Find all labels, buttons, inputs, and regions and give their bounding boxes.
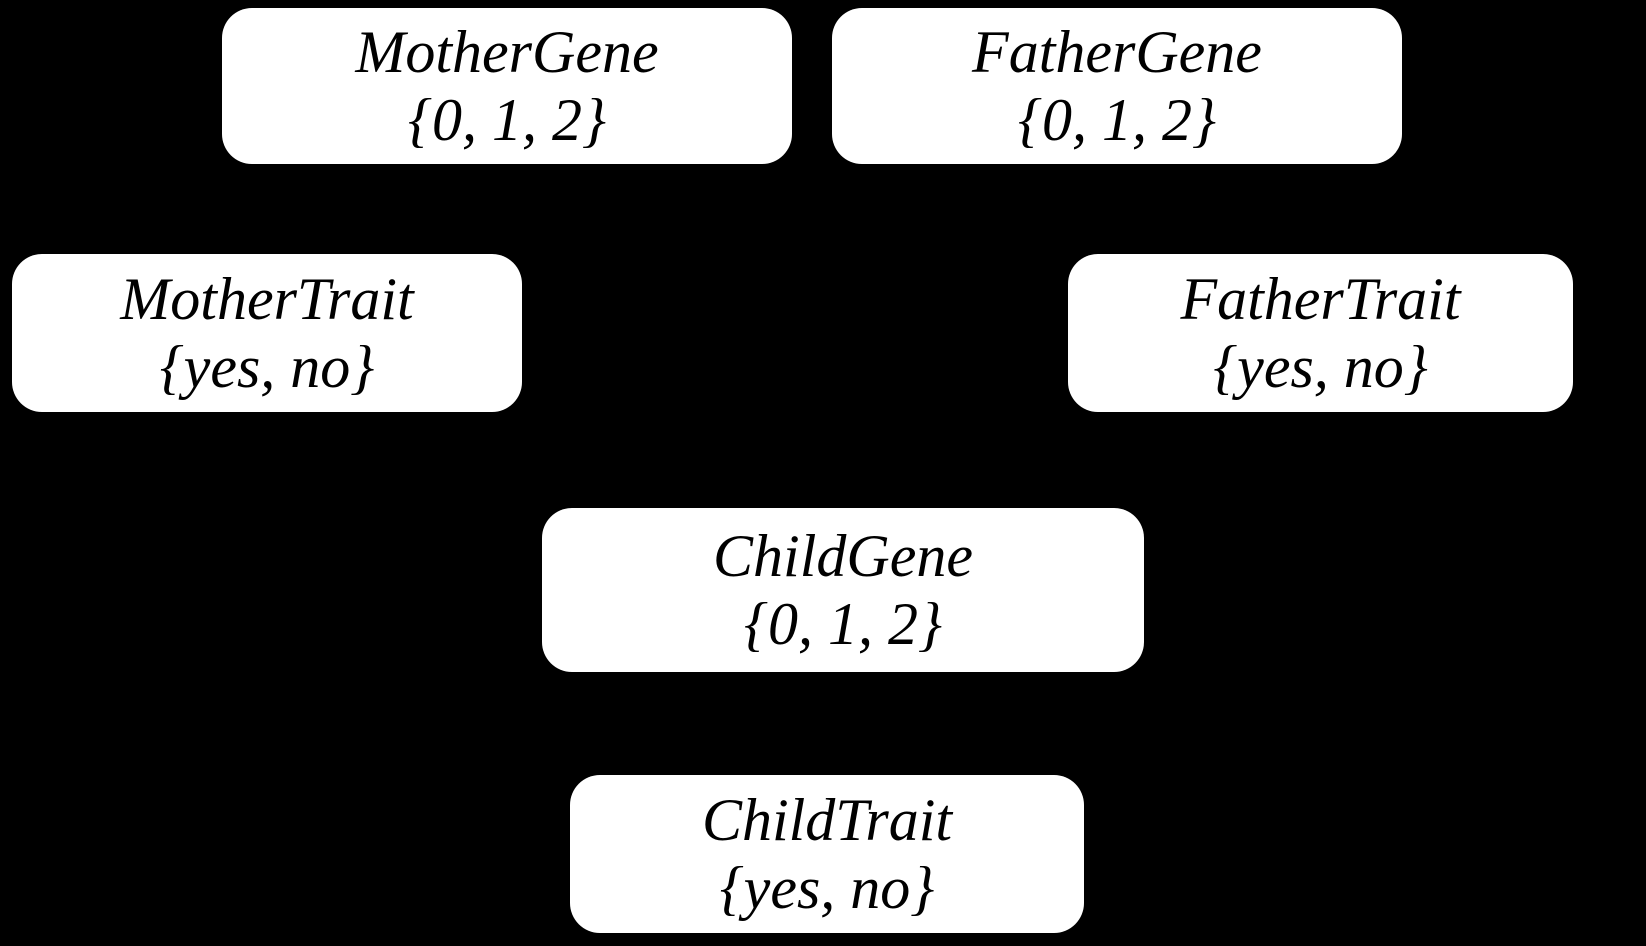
node-label: FatherGene [972, 19, 1262, 85]
node-label: MotherTrait [120, 266, 414, 332]
node-child-gene: ChildGene {0, 1, 2} [542, 508, 1144, 672]
node-domain: {yes, no} [1213, 334, 1428, 400]
node-label: MotherGene [355, 19, 659, 85]
node-label: FatherTrait [1180, 266, 1461, 332]
node-mother-gene: MotherGene {0, 1, 2} [222, 8, 792, 164]
node-domain: {yes, no} [719, 855, 935, 921]
node-mother-trait: MotherTrait {yes, no} [12, 254, 522, 412]
node-domain: {0, 1, 2} [1018, 87, 1216, 153]
node-label: ChildGene [713, 523, 973, 589]
node-domain: {yes, no} [159, 334, 375, 400]
node-domain: {0, 1, 2} [744, 591, 942, 657]
node-father-trait: FatherTrait {yes, no} [1068, 254, 1573, 412]
node-domain: {0, 1, 2} [408, 87, 606, 153]
node-child-trait: ChildTrait {yes, no} [570, 775, 1084, 933]
node-father-gene: FatherGene {0, 1, 2} [832, 8, 1402, 164]
node-label: ChildTrait [701, 787, 953, 853]
